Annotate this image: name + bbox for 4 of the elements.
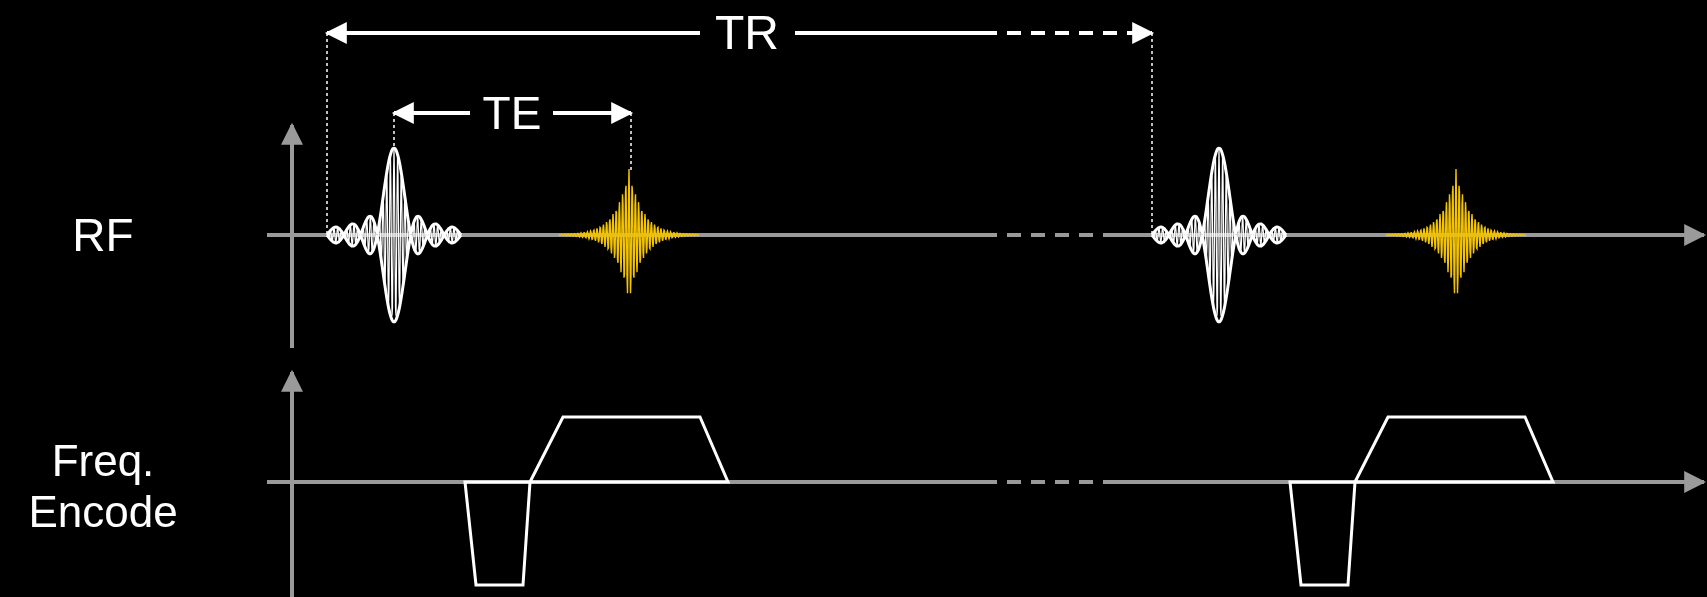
- dimension-label: TR: [714, 5, 780, 61]
- axis-label: RF: [71, 208, 135, 262]
- axis-label: Freq. Encode: [27, 436, 179, 538]
- dimension-label: TE: [481, 86, 543, 140]
